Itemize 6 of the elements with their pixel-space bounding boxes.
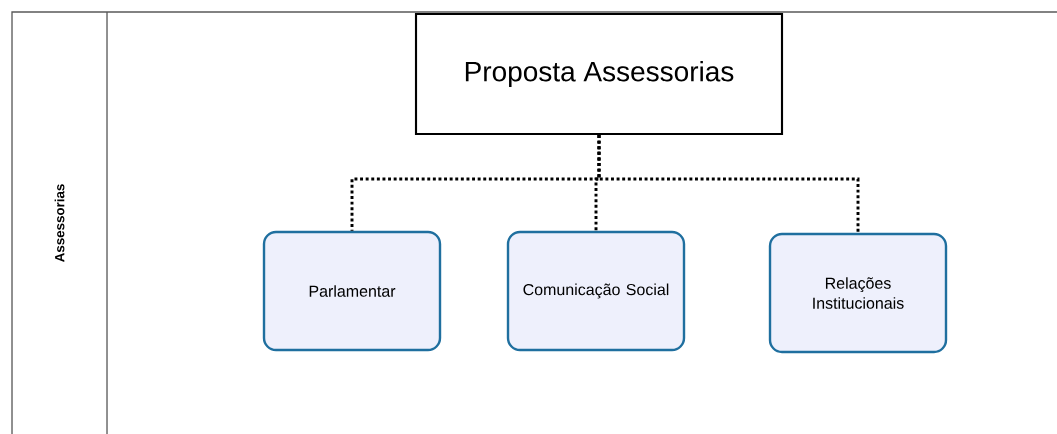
process-box: Proposta Assessorias: [414, 12, 784, 136]
lane-header: Assessorias: [54, 184, 65, 262]
process-box: Comunicação Social: [506, 230, 686, 352]
process-box: Parlamentar: [262, 230, 442, 352]
process-box: Relações Institucionais: [768, 232, 948, 354]
connector-line: [597, 135, 860, 233]
